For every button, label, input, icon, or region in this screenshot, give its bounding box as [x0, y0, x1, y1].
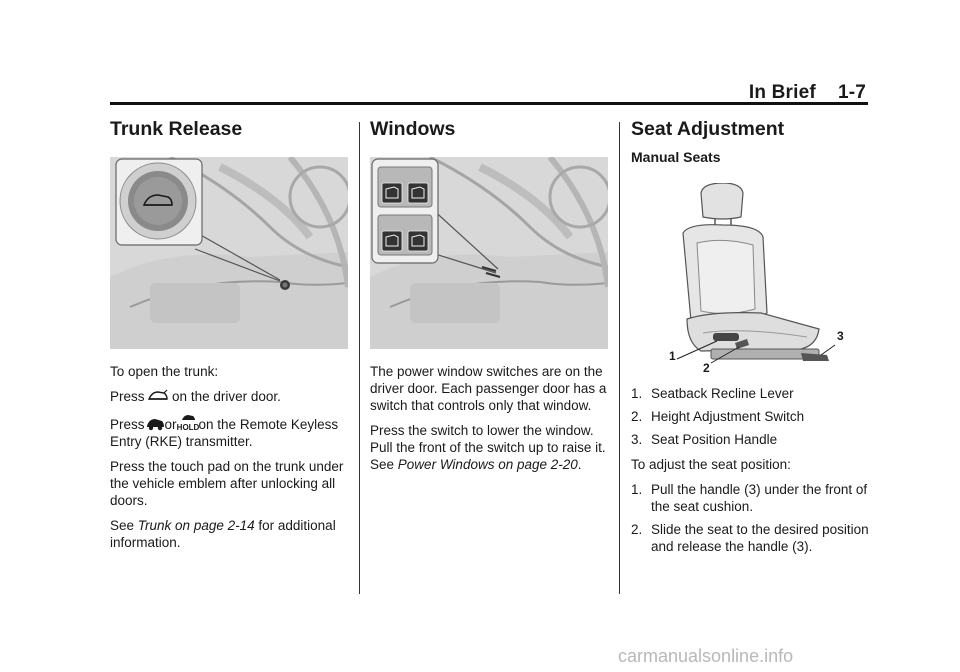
- trunk-release-section: Trunk Release To open the trunk: Press: [110, 118, 350, 559]
- step-text: Slide the seat to the desired position a…: [651, 522, 869, 555]
- legend-text: Seat Position Handle: [651, 432, 778, 448]
- windows-figure: [370, 157, 608, 350]
- press-driver-door-text: on the driver door.: [172, 389, 281, 405]
- manual-seats-subheading: Manual Seats: [631, 149, 721, 166]
- header-rule: [110, 102, 868, 105]
- power-windows-link[interactable]: Power Windows on page 2-20: [397, 457, 578, 473]
- header-text: In Brief 1-7: [749, 82, 866, 104]
- see-label: See: [110, 518, 135, 534]
- press-label: Press: [110, 389, 145, 405]
- windows-operation-text: Press the switch to lower the window. Pu…: [370, 422, 610, 473]
- sentence-end: .: [577, 457, 582, 473]
- svg-text:HOLD: HOLD: [177, 423, 199, 431]
- step-item: 1. Pull the handle (3) under the front of…: [631, 481, 871, 515]
- trunk-release-icon: [148, 389, 168, 401]
- seat-legend-list: 1. Seatback Recline Lever 2. Height Adjust…: [631, 385, 871, 448]
- callout-3: 3: [837, 329, 844, 344]
- windows-heading: Windows: [370, 118, 456, 140]
- step-number: 1.: [631, 482, 643, 498]
- windows-section: Windows: [370, 118, 610, 481]
- seat-adjust-intro: To adjust the seat position:: [631, 457, 791, 473]
- trunk-press-driver-door: Press on the driver door.: [110, 388, 350, 405]
- hold-icon: HOLD: [177, 415, 199, 431]
- see-suffix: for additional information.: [110, 518, 336, 551]
- seat-adjustment-heading: Seat Adjustment: [631, 118, 785, 140]
- legend-number: 3.: [631, 432, 643, 448]
- legend-text: Height Adjustment Switch: [651, 409, 805, 425]
- page-number: 1-7: [837, 82, 866, 103]
- trunk-touchpad-text: Press the touch pad on the trunk under t…: [110, 459, 344, 509]
- driver-door-trunk-illustration: [110, 157, 348, 350]
- step-text: Pull the handle (3) under the front of t…: [651, 482, 868, 515]
- trunk-open-intro: To open the trunk:: [110, 364, 219, 380]
- step-item: 2. Slide the seat to the desired position…: [631, 521, 871, 555]
- seat-figure: 1 2 3: [631, 182, 869, 379]
- windows-operation-body: Press the switch to lower the window. Pu…: [370, 423, 606, 473]
- seat-steps-list: 1. Pull the handle (3) under the front of…: [631, 481, 871, 555]
- legend-text: Seatback Recline Lever: [651, 386, 794, 402]
- legend-item: 1. Seatback Recline Lever: [631, 385, 871, 402]
- windows-location-text: The power window switches are on the dri…: [370, 364, 607, 414]
- section-name: In Brief: [748, 82, 816, 103]
- press-label: Press: [110, 417, 145, 433]
- legend-number: 1.: [631, 386, 643, 402]
- press-rke-text: on the Remote Keyless Entry (RKE) transm…: [110, 417, 339, 450]
- legend-number: 2.: [631, 409, 643, 425]
- column-divider-1: [359, 122, 360, 594]
- legend-item: 3. Seat Position Handle: [631, 431, 871, 448]
- trunk-page-link[interactable]: Trunk on page 2-14: [137, 518, 255, 534]
- page-header: In Brief 1-7: [110, 82, 868, 106]
- window-switch-illustration: [370, 157, 608, 350]
- trunk-release-heading: Trunk Release: [110, 118, 243, 140]
- trunk-press-rke: Press or HOLD on the Remote Keyless Entr…: [110, 413, 350, 450]
- callout-1: 1: [669, 349, 676, 364]
- trunk-see-reference: See Trunk on page 2-14 for additional in…: [110, 517, 350, 551]
- manual-seat-illustration: [676, 182, 836, 364]
- seat-adjustment-section: Seat Adjustment Manual Seats 1 2 3 1. Sea…: [631, 118, 871, 563]
- watermark: carmanualsonline.info: [618, 646, 794, 666]
- trunk-release-figure: [110, 157, 348, 350]
- step-number: 2.: [631, 522, 643, 538]
- callout-2: 2: [703, 361, 710, 376]
- legend-item: 2. Height Adjustment Switch: [631, 408, 871, 425]
- column-divider-2: [619, 122, 620, 594]
- remote-trunk-icon: [146, 419, 164, 431]
- or-label: or: [164, 417, 177, 433]
